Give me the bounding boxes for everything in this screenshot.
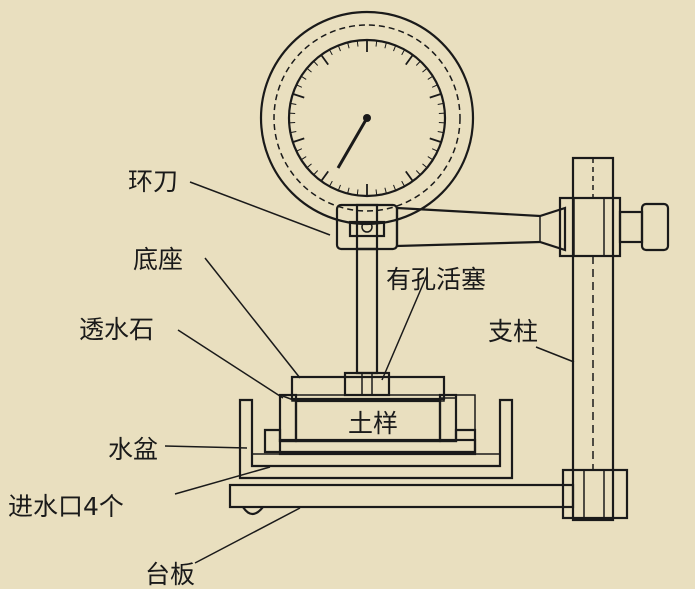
dial-tick xyxy=(320,170,329,182)
label-water-inlets: 进水口4个 xyxy=(8,492,124,521)
dial-tick xyxy=(296,84,303,88)
label-water-basin: 水盆 xyxy=(108,435,158,464)
dial-gauge xyxy=(259,10,475,226)
gauge-needle xyxy=(336,117,369,169)
dial-tick xyxy=(306,67,312,73)
dial-tick xyxy=(296,148,303,152)
ring-knife xyxy=(290,375,446,402)
dial-tick xyxy=(313,170,319,176)
dial-tick xyxy=(292,93,305,99)
dial-tick xyxy=(393,45,397,52)
dial-tick xyxy=(384,42,387,49)
label-porous-stone: 透水石 xyxy=(79,315,154,344)
dial-tick xyxy=(384,187,387,194)
dial-tick xyxy=(431,148,438,152)
dial-tick xyxy=(356,189,359,196)
piston-rod xyxy=(355,247,379,375)
dial-tick xyxy=(337,45,341,52)
label-perforated-piston: 有孔活塞 xyxy=(386,265,486,294)
dial-tick xyxy=(427,156,434,161)
dial-tick xyxy=(347,42,350,49)
water-basin xyxy=(238,398,514,480)
dial-tick xyxy=(422,67,428,73)
dial-tick xyxy=(427,75,434,80)
dial-tick xyxy=(356,40,359,47)
dial-tick xyxy=(393,184,397,191)
dial-tick xyxy=(306,163,312,169)
label-soil-sample: 土样 xyxy=(348,409,398,438)
dial-tick xyxy=(328,49,333,56)
support-arm xyxy=(395,206,567,252)
label-base: 底座 xyxy=(133,245,183,274)
dial-tick xyxy=(437,102,444,105)
leader-lines xyxy=(164,181,575,564)
dial-tick xyxy=(375,40,378,47)
dial-tick xyxy=(290,131,297,134)
dial-tick xyxy=(415,170,421,176)
dial-tick xyxy=(401,49,406,56)
dial-tick xyxy=(290,102,297,105)
dial-tick xyxy=(405,170,414,182)
dial-tick xyxy=(401,180,406,187)
column-clamp xyxy=(558,196,670,258)
dial-tick xyxy=(300,75,307,80)
dial-tick xyxy=(292,137,305,143)
dial-tick xyxy=(328,180,333,187)
dial-tick xyxy=(437,131,444,134)
dial-tick xyxy=(347,187,350,194)
dial-tick xyxy=(337,184,341,191)
label-column: 支柱 xyxy=(488,317,538,346)
dial-tick xyxy=(429,137,442,143)
dial-tick xyxy=(415,60,421,66)
dial-tick xyxy=(300,156,307,161)
label-ring-knife: 环刀 xyxy=(128,167,178,196)
support-column xyxy=(561,156,629,522)
label-table-plate: 台板 xyxy=(145,560,195,589)
table-plate xyxy=(228,483,575,516)
dial-ticks xyxy=(289,40,445,196)
dial-tick xyxy=(313,60,319,66)
dial-tick xyxy=(405,54,414,66)
dial-tick xyxy=(375,189,378,196)
dial-tick xyxy=(320,54,329,66)
base xyxy=(263,393,477,454)
dial-tick xyxy=(422,163,428,169)
dial-tick xyxy=(429,93,442,99)
dial-tick xyxy=(431,84,438,88)
